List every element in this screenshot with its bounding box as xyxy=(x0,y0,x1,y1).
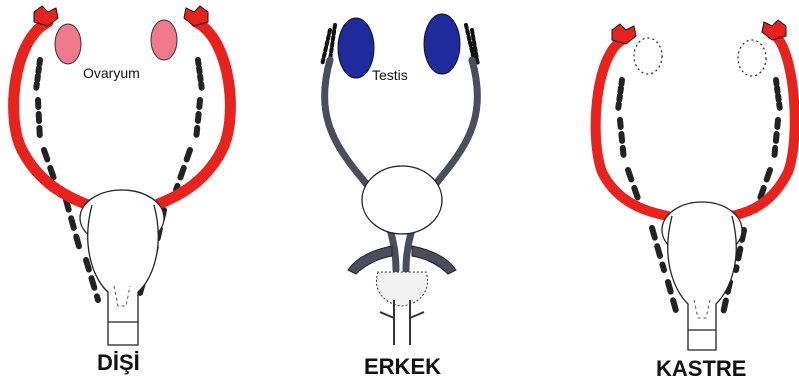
male-right-seminal-vesicle xyxy=(412,246,456,274)
male-left-seminal-vesicle xyxy=(348,246,392,274)
male-caption: ERKEK xyxy=(364,354,441,379)
female-left-ovary xyxy=(55,24,81,64)
castrated-right-fimbria xyxy=(762,20,786,40)
male-left-vas-deferens xyxy=(325,60,396,270)
male-organ-label: Testis xyxy=(372,67,408,83)
castrated-right-removed-ovary xyxy=(738,40,766,76)
male-right-vas-deferens xyxy=(406,60,477,270)
male-prostate xyxy=(376,272,427,306)
castrated-left-removed-ovary xyxy=(634,38,662,74)
castrated-panel: KASTRE xyxy=(596,20,795,381)
castrated-caption: KASTRE xyxy=(656,356,746,381)
female-right-fimbria xyxy=(184,6,208,26)
male-panel: Testis ERKEK xyxy=(322,14,478,379)
female-uterus-body xyxy=(88,205,159,345)
female-organ-label: Ovaryum xyxy=(83,65,140,81)
male-right-testis xyxy=(424,14,460,74)
male-urethra xyxy=(380,300,424,345)
female-panel: Ovaryum DİŞİ xyxy=(14,6,231,375)
female-right-ovary xyxy=(151,20,177,60)
male-left-testis xyxy=(338,18,374,78)
female-caption: DİŞİ xyxy=(97,350,140,375)
male-bladder xyxy=(362,166,442,234)
female-left-fimbria xyxy=(34,6,58,26)
castrated-left-fimbria xyxy=(612,24,636,44)
